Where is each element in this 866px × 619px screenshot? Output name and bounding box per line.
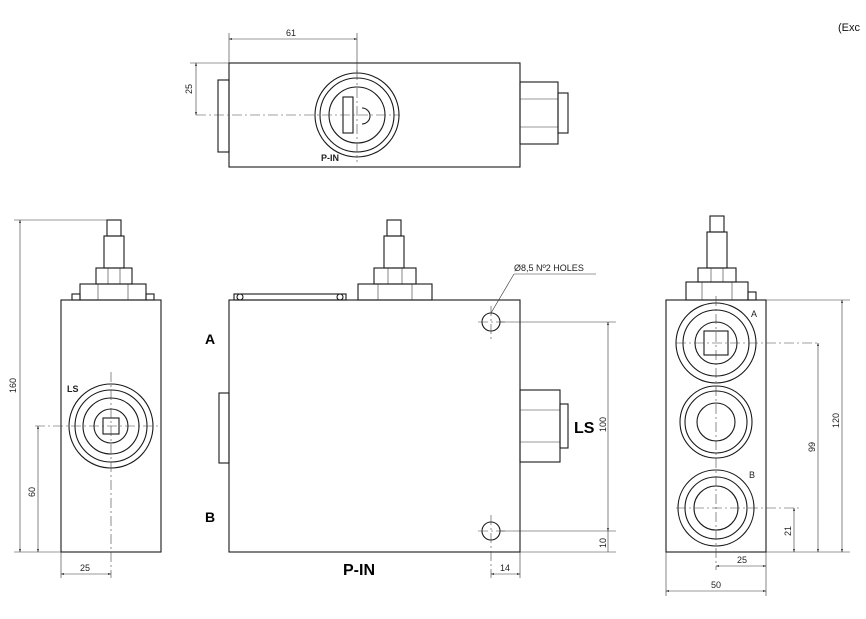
front-a-label: A [205,331,215,347]
dim-120: 120 [831,413,841,428]
dim-100: 100 [598,417,608,432]
right-b-label: B [749,470,755,480]
left-view: LS 160 60 25 [8,219,162,578]
front-pin-label: P-IN [343,562,375,579]
dim-25-right: 25 [737,555,747,565]
dim-10: 10 [598,538,608,548]
front-ls-label: LS [574,420,595,437]
front-view: Ø8,5 Nº2 HOLES A B LS P-IN 100 10 14 [205,219,616,579]
right-a-label: A [751,309,757,319]
dim-61: 61 [286,28,296,38]
dim-50: 50 [711,580,721,590]
front-b-label: B [205,509,215,525]
dim-14: 14 [500,563,510,573]
top-port-label: P-IN [321,153,339,163]
dim-21: 21 [783,526,793,536]
dim-99: 99 [807,442,817,452]
dim-25-left: 25 [80,563,90,573]
dim-25-top: 25 [184,84,194,94]
top-view: 61 25 P-IN [184,28,569,168]
holes-note: Ø8,5 Nº2 HOLES [514,263,584,273]
dim-60: 60 [27,487,37,497]
left-ls-label: LS [67,384,79,394]
right-view: A B 120 99 21 25 50 [665,215,850,596]
dim-160: 160 [8,378,18,393]
corner-note: (Exc [838,22,861,34]
